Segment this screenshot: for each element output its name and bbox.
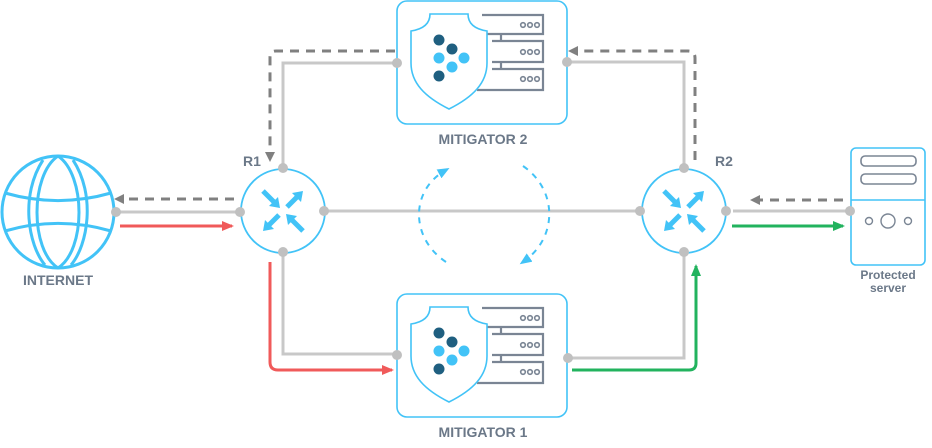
- globe-icon: [0, 154, 116, 270]
- flow-return-traffic: [114, 46, 843, 205]
- server-icon: [850, 147, 926, 266]
- flow-sync: [418, 165, 551, 265]
- shield-server-icon: [395, 0, 569, 126]
- internet-label: INTERNET: [23, 272, 93, 288]
- mitigator-2[interactable]: MITIGATOR 2: [395, 0, 569, 147]
- flow-cleaned-traffic: [572, 221, 845, 372]
- router-r1-label: R1: [243, 153, 261, 169]
- protected-server[interactable]: Protected server: [850, 147, 926, 295]
- server-label-line1: Protected: [860, 268, 915, 282]
- link-r1-mitigator2: [281, 61, 397, 168]
- flow-incoming-traffic: [120, 221, 394, 375]
- mitigator-2-label: MITIGATOR 2: [439, 131, 528, 147]
- router-r2-label: R2: [715, 153, 733, 169]
- link-r1-mitigator1: [281, 252, 397, 356]
- shield-server-icon: [395, 292, 569, 419]
- internet-node[interactable]: INTERNET: [0, 154, 116, 288]
- router-r1-circle: [240, 168, 326, 254]
- links: [116, 60, 850, 360]
- link-mitigator1-r2: [567, 252, 686, 360]
- connection-points: [111, 57, 855, 363]
- mitigator-1-label: MITIGATOR 1: [439, 424, 528, 440]
- link-mitigator2-r2: [567, 60, 686, 168]
- mitigator-1[interactable]: MITIGATOR 1: [395, 292, 569, 440]
- router-r2-circle: [641, 168, 727, 254]
- server-label-line2: server: [870, 281, 906, 295]
